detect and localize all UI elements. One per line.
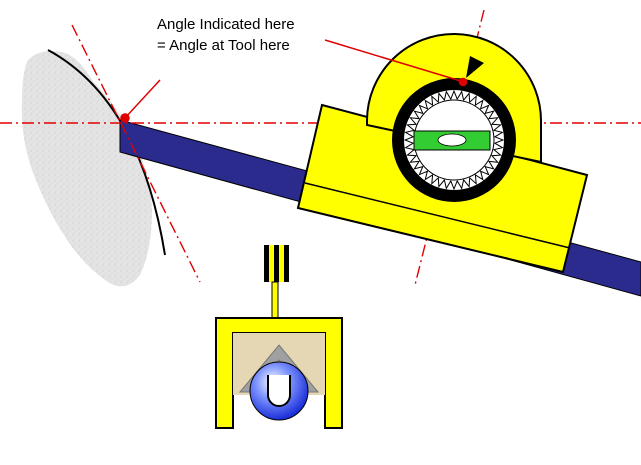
angle-dial-icon — [366, 33, 543, 202]
tool-holder-icon — [215, 245, 343, 429]
spirit-level-icon — [413, 130, 491, 151]
annotation-pointers — [120, 39, 468, 123]
annotation-line-2: = Angle at Tool here — [157, 37, 290, 54]
annotation-line-1: Angle Indicated here — [157, 16, 295, 33]
